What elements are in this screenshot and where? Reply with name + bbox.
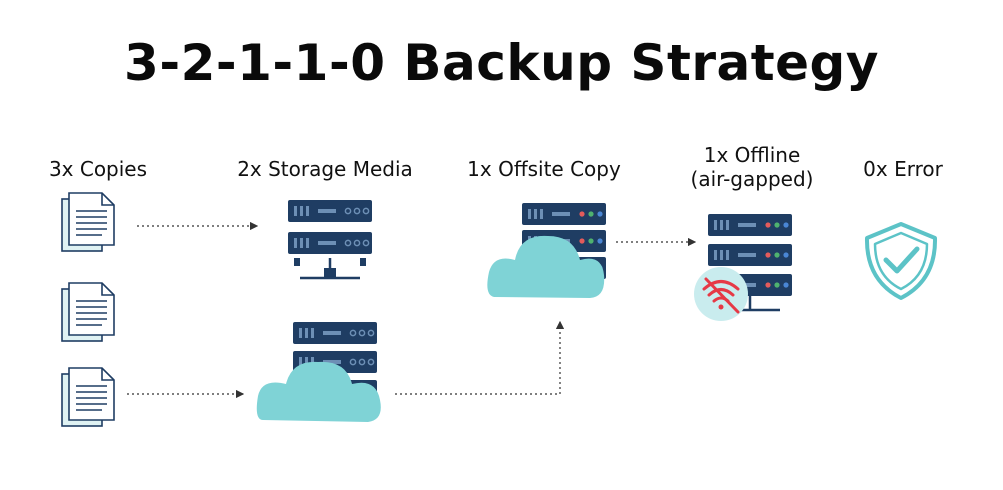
cloud-icon bbox=[256, 361, 381, 422]
label-offline-line1: 1x Offline bbox=[703, 143, 801, 167]
label-storage-media: 2x Storage Media bbox=[237, 157, 413, 181]
document-icon bbox=[61, 282, 115, 342]
document-icon bbox=[61, 192, 115, 252]
label-offsite-copy: 1x Offsite Copy bbox=[467, 157, 621, 181]
shield-check-icon bbox=[864, 222, 938, 300]
label-error: 0x Error bbox=[863, 157, 943, 181]
server-icon bbox=[287, 199, 373, 280]
document-icon bbox=[61, 367, 115, 427]
arrow-to-offsite bbox=[395, 320, 565, 395]
label-offline-line2: (air-gapped) bbox=[690, 167, 814, 191]
label-offline: 1x Offline (air-gapped) bbox=[662, 143, 842, 191]
label-copies: 3x Copies bbox=[48, 157, 148, 181]
page-title: 3-2-1-1-0 Backup Strategy bbox=[124, 34, 879, 92]
cloud-icon bbox=[487, 235, 605, 298]
no-wifi-icon bbox=[694, 267, 748, 321]
